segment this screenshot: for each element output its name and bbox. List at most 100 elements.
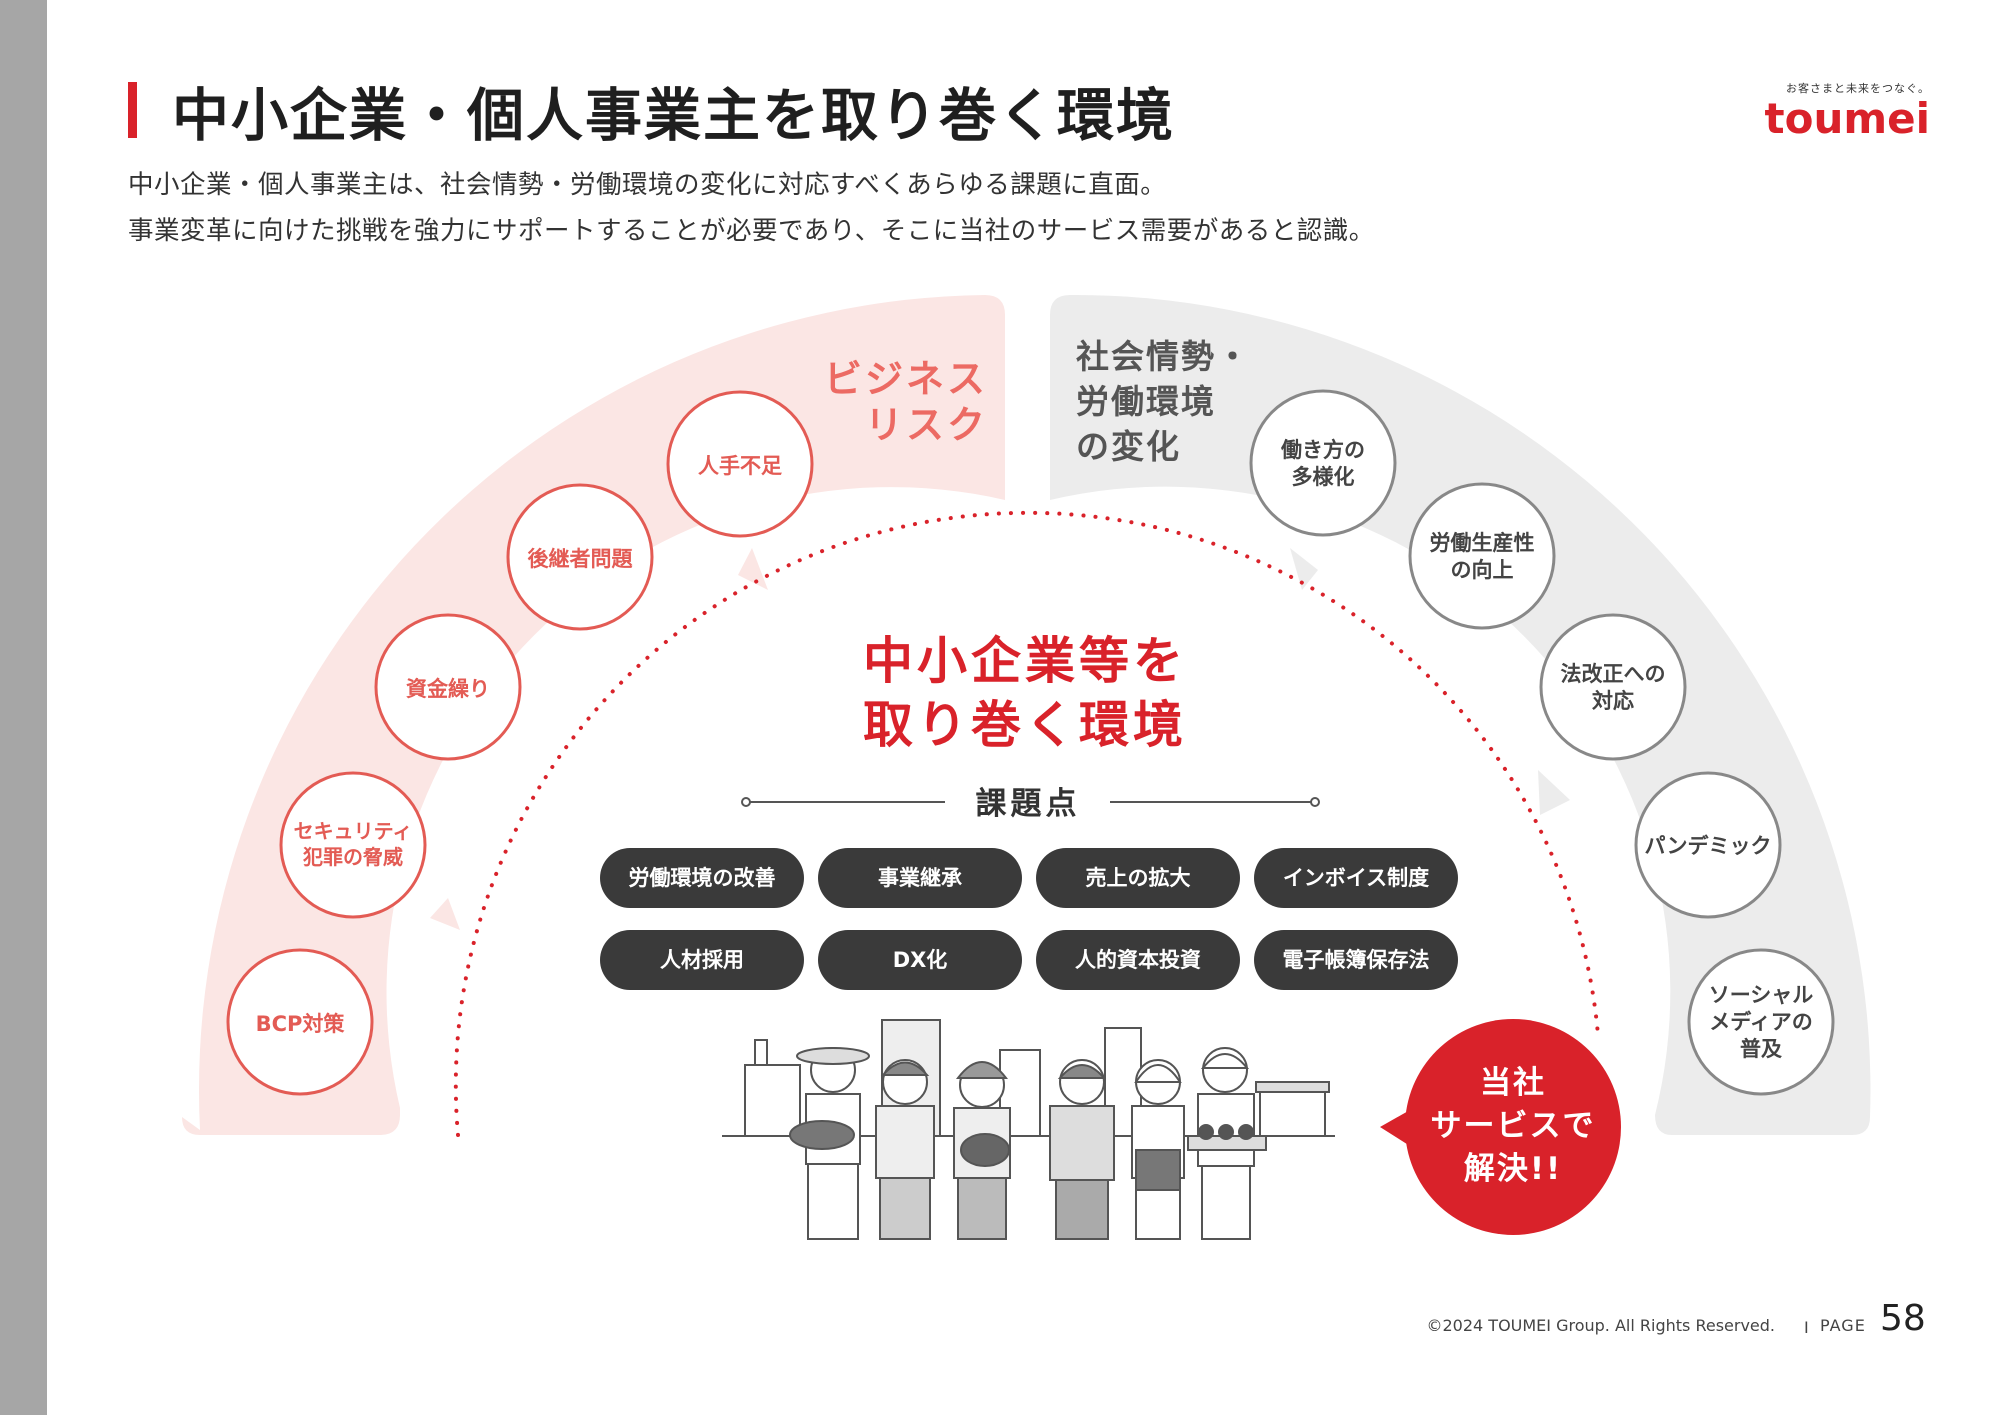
worker-food-item (1238, 1124, 1254, 1140)
issue-pill: インボイス制度 (1254, 848, 1458, 908)
worker-business-hair (1057, 1064, 1107, 1079)
solution-bubble-line3: 解決!! (1464, 1151, 1562, 1187)
page-subtitle: 中小企業・個人事業主は、社会情勢・労働環境の変化に対応すべくあらゆる課題に直面。… (128, 162, 1375, 254)
worker-mechanic-body (875, 1105, 935, 1179)
worker-woman-apron (1135, 1149, 1181, 1191)
issues-line-left-dot (741, 797, 751, 807)
subtitle-line-1: 中小企業・個人事業主は、社会情勢・労働環境の変化に対応すべくあらゆる課題に直面。 (128, 170, 1167, 200)
risk-circle-shape (374, 613, 522, 761)
risk-circle-label: 人手不足 (698, 454, 782, 478)
risk-circle-cashflow: 資金繰り (374, 613, 522, 761)
issue-pill: 人材採用 (600, 930, 804, 990)
worker-food-legs (1201, 1165, 1251, 1240)
worker-food-item (1198, 1124, 1214, 1140)
change-circle-label-2: 多様化 (1292, 465, 1355, 489)
issues-line-right-dot (1310, 797, 1320, 807)
risk-circle-successor: 後継者問題 (506, 483, 654, 631)
issue-pill-label: 人的資本投資 (1075, 948, 1201, 972)
issue-pill-label: 労働環境の改善 (629, 866, 776, 890)
band-notch-right-2 (1538, 770, 1570, 815)
issue-pill: 売上の拡大 (1036, 848, 1240, 908)
band-notch-right-1 (1290, 548, 1318, 590)
change-circle-pandemic: パンデミック (1634, 771, 1782, 919)
worker-business-legs (1055, 1179, 1109, 1240)
worker-farmer-basket (789, 1120, 855, 1150)
risk-circle-label: 資金繰り (406, 677, 490, 701)
issue-pill: DX化 (818, 930, 1022, 990)
risk-circle-shape (279, 771, 427, 919)
worker-food-cap (1200, 1053, 1250, 1069)
change-circle-label-2: メディアの (1709, 1010, 1813, 1034)
issue-pill-label: インボイス制度 (1283, 866, 1429, 890)
change-circle-shape (1687, 948, 1835, 1096)
worker-woman-hair (1134, 1064, 1182, 1083)
issue-pill: 電子帳簿保存法 (1254, 930, 1458, 990)
change-circle-work-style: 働き方の 多様化 (1249, 389, 1397, 537)
footer-page-number: 58 (1880, 1298, 1926, 1339)
issue-pill-label: 事業継承 (878, 866, 962, 890)
worker-food-item (1218, 1124, 1234, 1140)
worker-mechanic-cap (880, 1061, 930, 1076)
change-circle-law-revision: 法改正への 対応 (1539, 613, 1687, 761)
band-notch-left-1 (430, 898, 460, 930)
risk-circle-label-1: セキュリティ (294, 819, 413, 843)
center-title-line2: 取り巻く環境 (863, 696, 1187, 754)
issue-pill-label: 売上の拡大 (1086, 866, 1191, 890)
band-notch-left-2 (738, 548, 768, 590)
issue-pill-label: 電子帳簿保存法 (1283, 948, 1430, 972)
subtitle-line-2: 事業変革に向けた挑戦を強力にサポートすることが必要であり、そこに当社のサービス需… (128, 216, 1375, 246)
solution-bubble: 当社 サービスで 解決!! (1380, 1019, 1621, 1235)
worker-builder-legs (957, 1177, 1007, 1240)
worker-business-body (1049, 1105, 1115, 1181)
worker-farmer-hat (796, 1047, 870, 1065)
solution-bubble-line2: サービスで (1431, 1108, 1596, 1144)
risk-circle-shape (666, 390, 814, 538)
issue-pill-shape (1036, 848, 1240, 908)
issue-pill-shape (818, 930, 1022, 990)
risk-circle-shape (226, 948, 374, 1096)
change-circle-shape (1249, 389, 1397, 537)
change-circle-label-2: 対応 (1592, 689, 1634, 713)
issue-pill-shape (600, 930, 804, 990)
left-sidebar-strip (0, 0, 47, 1415)
issue-pill-shape (1254, 930, 1458, 990)
issue-pill-label: 人材採用 (660, 948, 744, 972)
issue-pill-shape (1036, 930, 1240, 990)
social-change-heading-line1: 社会情勢・ (1076, 337, 1251, 376)
solution-bubble-shape (1405, 1019, 1621, 1235)
solution-bubble-pointer (1380, 1110, 1410, 1146)
business-risk-band (182, 295, 1005, 1135)
logo-tagline: お客さまと未来をつなぐ。 (1786, 82, 1930, 95)
worker-builder-hardhat (960, 1133, 1010, 1167)
social-change-heading-line3: の変化 (1076, 427, 1181, 466)
workers-illustration (722, 1019, 1335, 1240)
company-logo: toumei (1764, 94, 1930, 143)
change-circle-shape (1539, 613, 1687, 761)
worker-farmer-legs (807, 1163, 859, 1240)
change-circle-label-1: 働き方の (1280, 438, 1365, 462)
page-title: 中小企業・個人事業主を取り巻く環境 (172, 83, 1175, 149)
risk-circle-label: BCP対策 (256, 1012, 346, 1036)
footer-copyright: ©2024 TOUMEI Group. All Rights Reserved. (1426, 1316, 1775, 1335)
social-change-heading-line2: 労働環境 (1076, 382, 1216, 421)
risk-circle-labor-shortage: 人手不足 (666, 390, 814, 538)
worker-woman-legs (1135, 1189, 1181, 1240)
issue-pill: 事業継承 (818, 848, 1022, 908)
title-accent-bar (128, 82, 137, 138)
center-title-line1: 中小企業等を (863, 632, 1187, 690)
risk-circle-security: セキュリティ 犯罪の脅威 (279, 771, 427, 919)
change-circle-label-1: 労働生産性 (1430, 531, 1535, 555)
risk-circle-shape (506, 483, 654, 631)
building-factory (744, 1064, 801, 1137)
risk-circle-bcp: BCP対策 (226, 948, 374, 1096)
change-circle-shape (1634, 771, 1782, 919)
change-circle-label-1: パンデミック (1644, 834, 1771, 858)
building-chimney (754, 1039, 768, 1066)
issue-pill-label: DX化 (893, 948, 948, 972)
business-risk-heading-line2: リスク (865, 403, 988, 447)
change-circle-label-1: 法改正への (1561, 662, 1666, 686)
footer-page-label: PAGE (1820, 1316, 1866, 1335)
inner-dotted-arc (453, 510, 1600, 1137)
building-shop (1259, 1091, 1326, 1137)
issue-pill-shape (600, 848, 804, 908)
